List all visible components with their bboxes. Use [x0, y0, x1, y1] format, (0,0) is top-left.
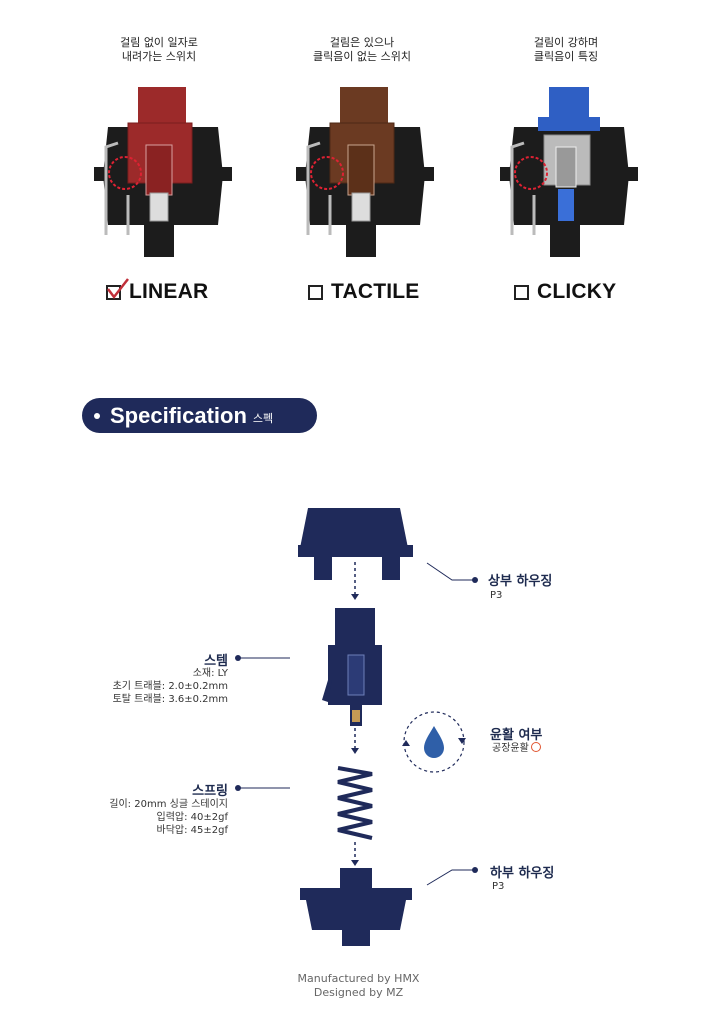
checkmark-icon — [107, 277, 129, 299]
linear-label: LINEAR — [129, 280, 209, 303]
tactile-switch-illustration — [296, 87, 434, 257]
top-housing-title: 상부 하우징 — [488, 574, 553, 589]
linear-option[interactable]: LINEAR — [106, 277, 209, 304]
footer-credits: Manufactured by HMX Designed by MZ — [0, 972, 717, 1000]
tactile-label: TACTILE — [331, 280, 420, 303]
lube-yes-circle-icon — [530, 742, 541, 752]
top-housing-sub: P3 — [490, 590, 503, 601]
clicky-option[interactable]: CLICKY — [514, 280, 616, 304]
designed-by: Designed by MZ — [313, 986, 404, 999]
stem-title: 스템 — [204, 654, 228, 669]
linear-caption: 걸림 없이 일자로 내려가는 스위치 — [120, 36, 198, 63]
bullet-dot — [94, 412, 100, 419]
spring-part — [337, 766, 373, 840]
tactile-option[interactable]: TACTILE — [308, 280, 420, 304]
clicky-switch-illustration — [500, 87, 638, 257]
tactile-checkbox[interactable] — [308, 284, 323, 300]
spec-title: Specification — [110, 402, 247, 428]
top-housing-part — [298, 508, 413, 580]
clicky-label: CLICKY — [537, 280, 617, 303]
clicky-checkbox[interactable] — [514, 284, 529, 300]
manufactured-by: Manufactured by HMX — [297, 972, 420, 985]
tactile-caption: 걸림은 있으나 클릭음이 없는 스위치 — [312, 36, 412, 63]
linear-switch-illustration — [94, 87, 232, 257]
lube-drop-icon — [402, 711, 466, 773]
spec-title-ko: 스펙 — [252, 411, 274, 425]
lube-title: 윤활 여부 — [490, 728, 543, 743]
spring-specs: 길이: 20mm 싱글 스테이지 입력압: 40±2gf 바닥압: 45±2gf — [109, 799, 228, 836]
stem-specs: 소재: LY 초기 트래블: 2.0±0.2mm 토탈 트래블: 3.6±0.2… — [112, 668, 228, 705]
bottom-housing-part — [300, 868, 412, 946]
bottom-housing-title: 하부 하우징 — [490, 866, 555, 881]
clicky-caption: 걸림이 강하며 클릭음이 특징 — [533, 36, 599, 63]
linear-checkbox[interactable] — [106, 277, 129, 300]
specification-header: Specification 스펙 — [82, 398, 317, 433]
exploded-switch-diagram — [235, 508, 478, 946]
bottom-housing-sub: P3 — [492, 881, 505, 892]
spring-title: 스프링 — [192, 784, 228, 799]
lube-sub: 공장윤활 — [492, 742, 541, 755]
stem-part — [322, 608, 382, 726]
